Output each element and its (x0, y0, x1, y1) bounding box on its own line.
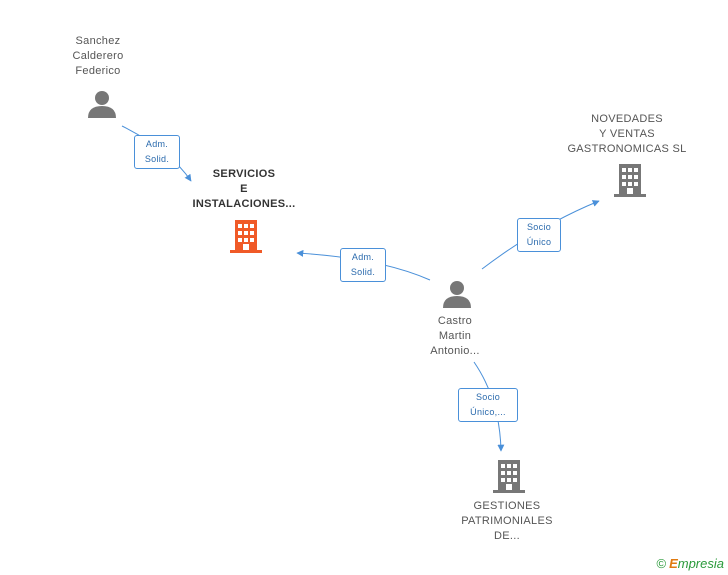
edge-label-castro-novedades[interactable]: Socio Único (517, 218, 561, 252)
brand-footer: ©Empresia (656, 556, 724, 571)
node-label-castro[interactable]: Castro Martin Antonio... (430, 315, 480, 357)
edge-label-castro-servicios[interactable]: Adm. Solid. (340, 248, 386, 282)
brand-initial: E (669, 556, 678, 571)
building-icon-highlighted[interactable] (229, 219, 263, 254)
node-label-novedades[interactable]: NOVEDADES Y VENTAS GASTRONOMICAS SL (567, 113, 687, 155)
person-icon[interactable] (86, 89, 118, 119)
edge-label-castro-gestiones[interactable]: Socio Único,... (458, 388, 518, 422)
building-icon[interactable] (492, 459, 526, 494)
edge-label-sanchez-servicios[interactable]: Adm. Solid. (134, 135, 180, 169)
brand-name: mpresia (677, 556, 724, 571)
node-label-servicios[interactable]: SERVICIOS E INSTALACIONES... (192, 168, 296, 210)
copyright-icon: © (656, 556, 667, 571)
building-icon[interactable] (613, 163, 647, 198)
node-label-sanchez[interactable]: Sanchez Calderero Federico (72, 35, 124, 77)
node-label-gestiones[interactable]: GESTIONES PATRIMONIALES DE... (461, 500, 553, 542)
person-icon[interactable] (441, 279, 473, 309)
